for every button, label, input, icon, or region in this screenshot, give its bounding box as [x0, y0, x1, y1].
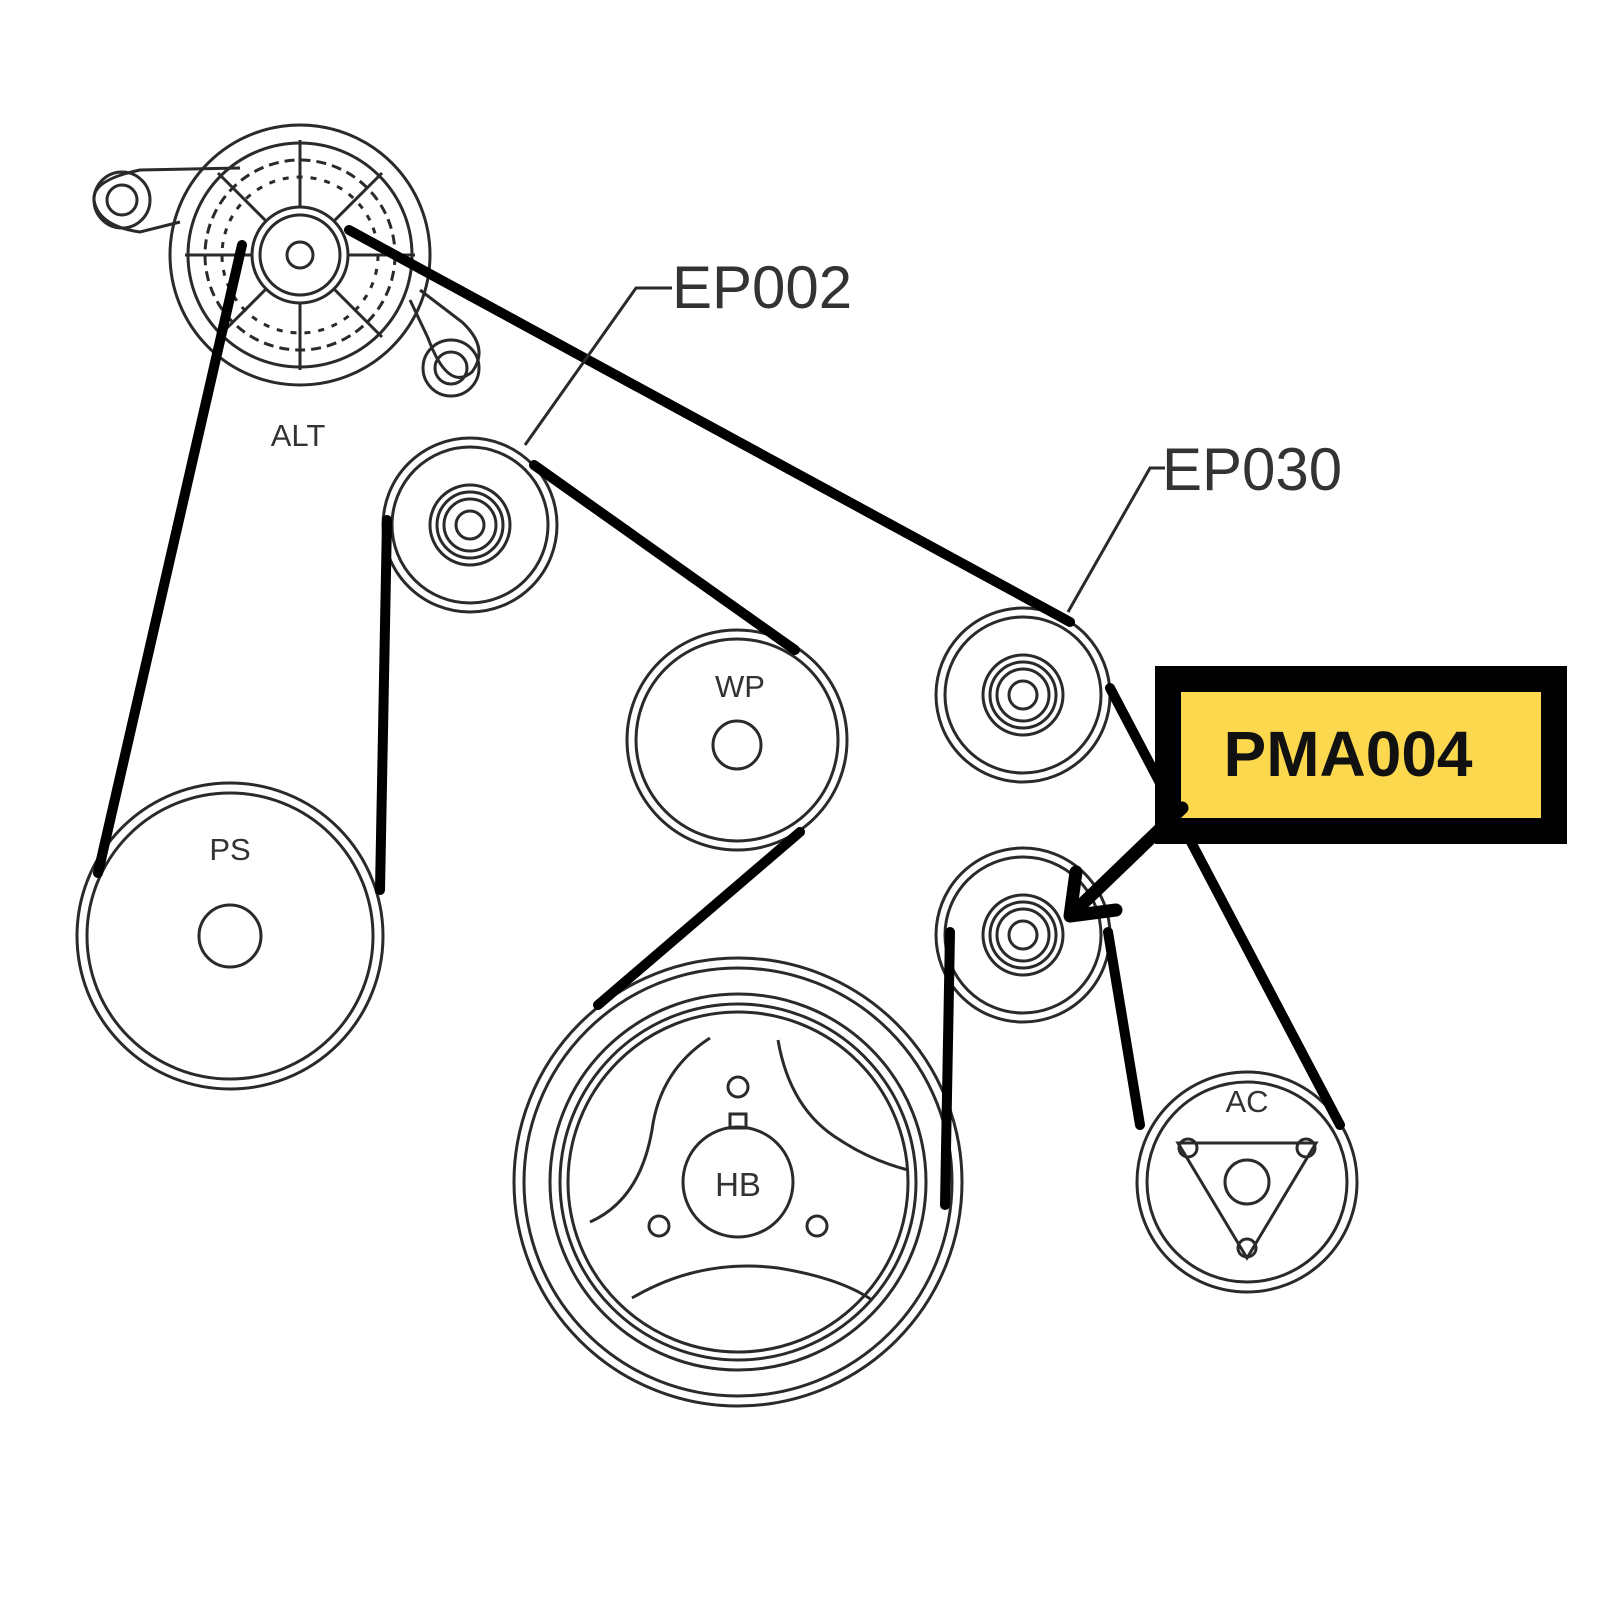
arrow-down-left-icon — [1063, 801, 1189, 923]
ac-label: AC — [1225, 1084, 1268, 1119]
pma004-callout: PMA004 — [1155, 666, 1567, 844]
alternator: ALT — [92, 123, 481, 453]
water-pump-pulley: WP — [625, 628, 849, 852]
pma004-callout-box — [1155, 666, 1567, 844]
harmonic-balancer-pulley: HB — [512, 956, 964, 1408]
leader-lines — [523, 286, 1165, 613]
ac-compressor-pulley: AC — [1135, 1070, 1359, 1294]
pma004-label: PMA004 — [1224, 718, 1473, 790]
alt-label: ALT — [271, 418, 326, 453]
hb-label: HB — [715, 1166, 761, 1203]
ps-label: PS — [209, 832, 250, 867]
power-steering-pulley: PS — [75, 781, 385, 1091]
ep002-label: EP002 — [672, 254, 852, 321]
idler-pulley-ep030 — [934, 606, 1112, 784]
wp-label: WP — [715, 669, 765, 704]
ep030-label: EP030 — [1162, 436, 1342, 503]
serpentine-belt — [93, 225, 1345, 1210]
idler-pulley-pma004 — [934, 846, 1112, 1024]
